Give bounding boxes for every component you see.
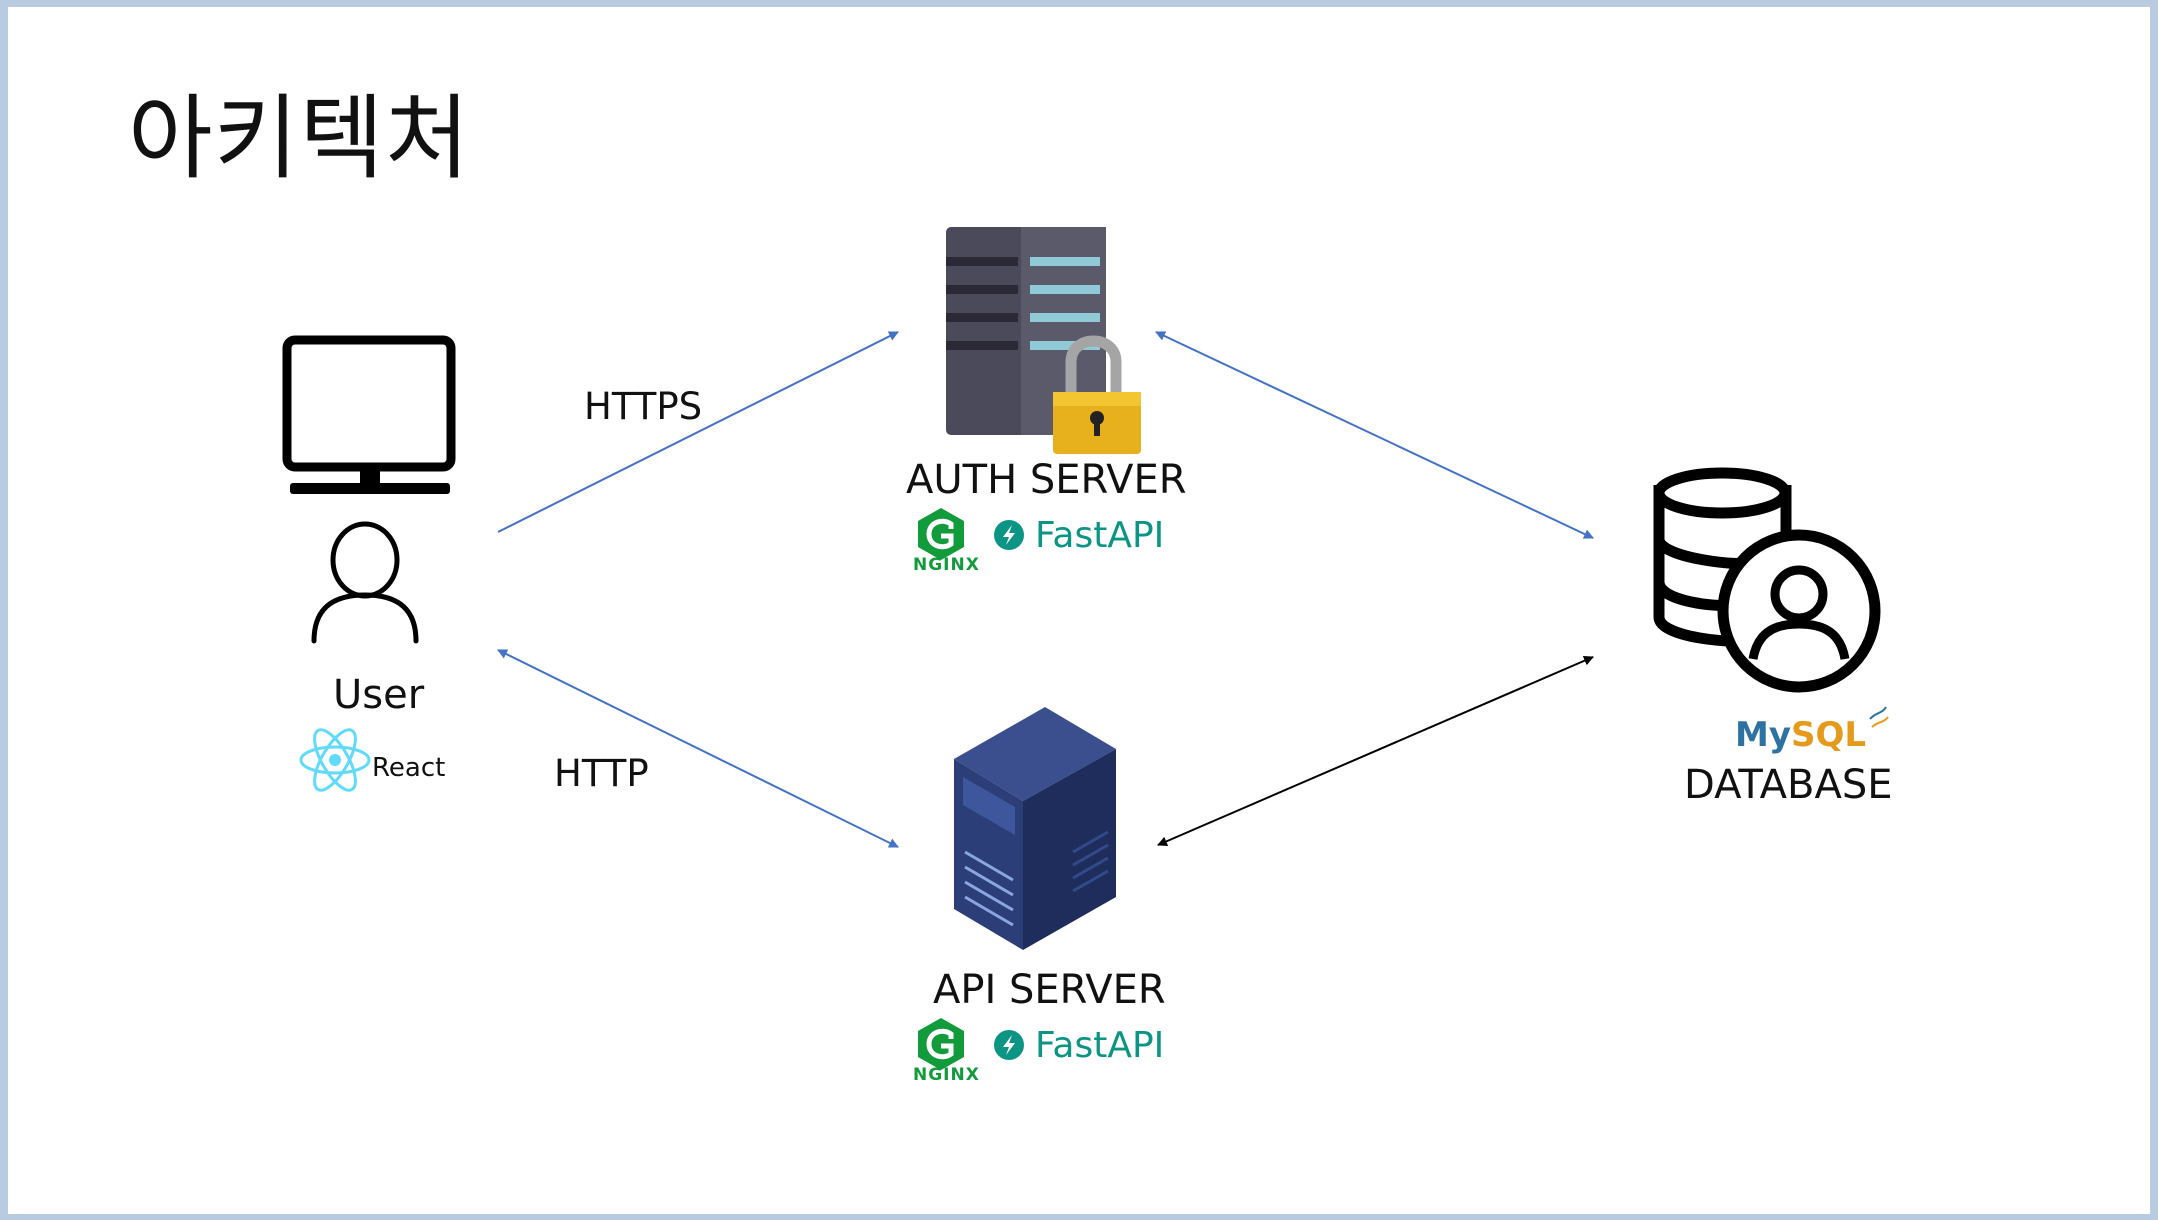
edge-user-to-auth [497,331,899,533]
user-label: User [333,672,425,718]
react-icon [299,728,371,792]
diagram-graphics [282,227,1889,1070]
edge-auth-db [1155,331,1594,539]
mysql-my-text: My [1735,715,1791,755]
auth-nginx-label: NGINX [913,555,980,575]
api-server-label: API SERVER [933,967,1166,1013]
lock-icon [1053,335,1141,454]
auth-server-label: AUTH SERVER [906,457,1187,503]
edge-user-api [497,649,899,848]
edge-label-https: HTTPS [584,385,703,428]
slide-title: 아키텍처 [128,85,471,192]
mysql-dolphin-icon [1869,706,1889,728]
edge-label-http: HTTP [554,752,649,795]
fastapi-icon-api [994,1030,1024,1060]
database-user-icon [1717,529,1881,693]
database-label: DATABASE [1684,762,1893,808]
monitor-icon [282,335,456,494]
nginx-icon-api [918,1018,964,1070]
mysql-sql-text: SQL [1791,715,1867,755]
api-nginx-label: NGINX [913,1065,980,1085]
fastapi-icon-auth [994,520,1024,550]
slide-canvas: 아키텍처 [8,7,2150,1214]
auth-fastapi-label: FastAPI [1035,515,1165,556]
react-label: React [372,753,446,783]
edge-api-db [1157,655,1594,847]
api-server-icon [954,707,1116,950]
api-fastapi-label: FastAPI [1035,1025,1165,1066]
nginx-icon-auth [918,508,964,560]
mysql-logo: MySQL [1735,715,1866,755]
user-icon [311,521,419,644]
